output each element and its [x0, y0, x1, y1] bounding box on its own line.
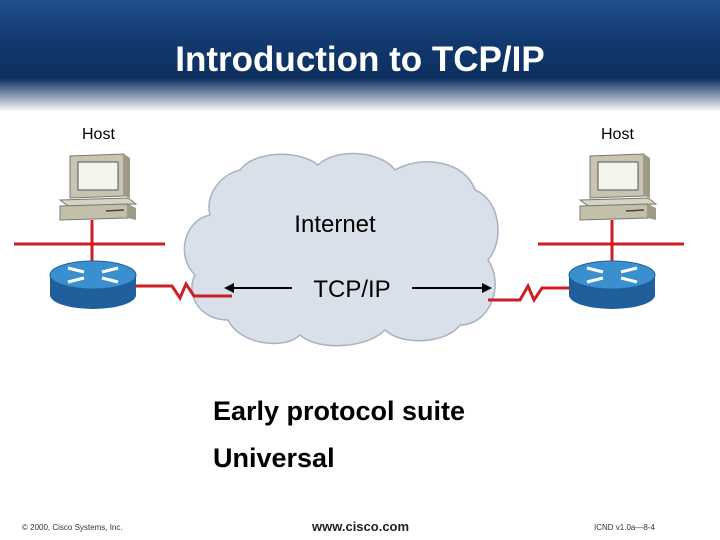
footer-slide-ref: ICND v1.0a—8-4: [594, 523, 655, 532]
tcpip-arrow-left: [224, 283, 292, 293]
footer-url: www.cisco.com: [312, 519, 410, 534]
title-bar: Introduction to TCP/IP: [0, 0, 720, 112]
tcpip-arrow-right: [412, 283, 492, 293]
right-router-icon: [568, 260, 656, 309]
left-workstation-icon: [58, 153, 138, 221]
left-router-icon: [49, 260, 137, 309]
right-host-label: Host: [601, 126, 634, 143]
internet-cloud-icon: [183, 152, 499, 347]
right-lan-segment: [538, 220, 684, 262]
right-wan-link: [488, 282, 574, 304]
tcpip-label: TCP/IP: [313, 276, 390, 303]
internet-label: Internet: [294, 211, 376, 238]
left-host-label: Host: [82, 126, 115, 143]
left-wan-link: [134, 280, 232, 302]
bullet-early-protocol-suite: Early protocol suite: [213, 396, 466, 426]
left-lan-segment: [14, 220, 165, 262]
right-workstation-icon: [578, 153, 658, 221]
slide-title: Introduction to TCP/IP: [175, 40, 545, 79]
bullet-universal: Universal: [213, 443, 335, 473]
footer-copyright: © 2000, Cisco Systems, Inc.: [22, 523, 123, 532]
